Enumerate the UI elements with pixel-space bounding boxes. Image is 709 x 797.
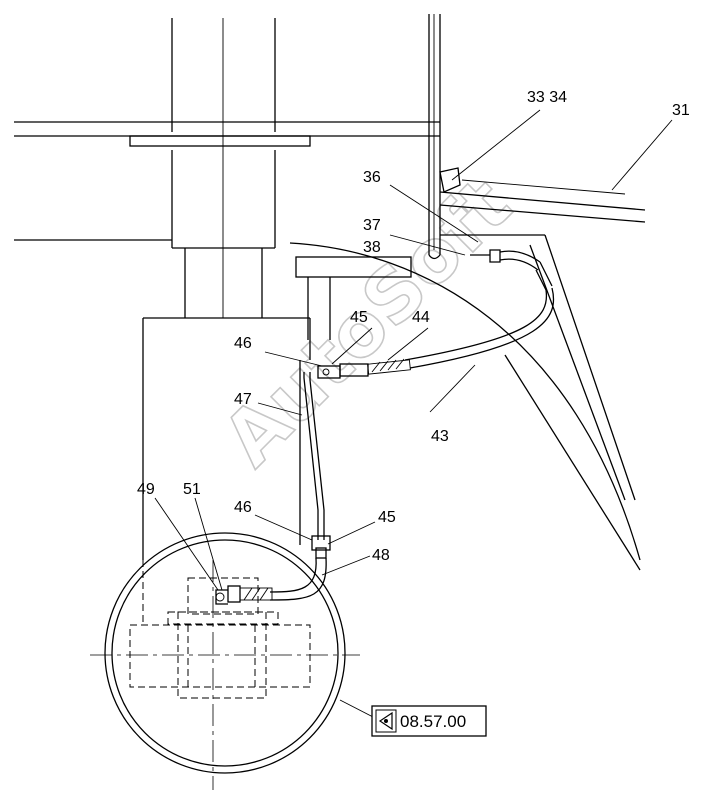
callout-45-top: 45 [350, 309, 368, 326]
callout-37: 37 [363, 217, 381, 234]
right-post [428, 14, 441, 260]
callout-33-34: 33 34 [527, 89, 567, 106]
callout-43: 43 [431, 428, 449, 445]
callout-46-bottom: 46 [234, 499, 252, 516]
frame-panel [289, 179, 646, 571]
hub-hidden-lines [129, 560, 311, 699]
callout-47: 47 [234, 391, 252, 408]
support-platform [295, 256, 412, 340]
horizontal-beam [14, 121, 440, 241]
lower-housing [142, 317, 311, 560]
wheel-drum [90, 532, 360, 790]
callout-44: 44 [412, 309, 430, 326]
callout-49: 49 [137, 481, 155, 498]
callout-45-bottom: 45 [378, 509, 396, 526]
eye-view-icon [375, 709, 397, 733]
callout-51: 51 [183, 481, 201, 498]
vertical-mast [171, 18, 276, 318]
callout-46-top: 46 [234, 335, 252, 352]
mounting-bracket [439, 167, 461, 193]
callout-31: 31 [672, 102, 690, 119]
callout-48: 48 [372, 547, 390, 564]
reference-link[interactable]: 08.57.00 [371, 705, 487, 737]
leader-lines [154, 109, 673, 719]
callout-36: 36 [363, 169, 381, 186]
reference-code: 08.57.00 [400, 712, 466, 731]
hydraulic-hose [215, 249, 555, 605]
callout-38: 38 [363, 239, 381, 256]
